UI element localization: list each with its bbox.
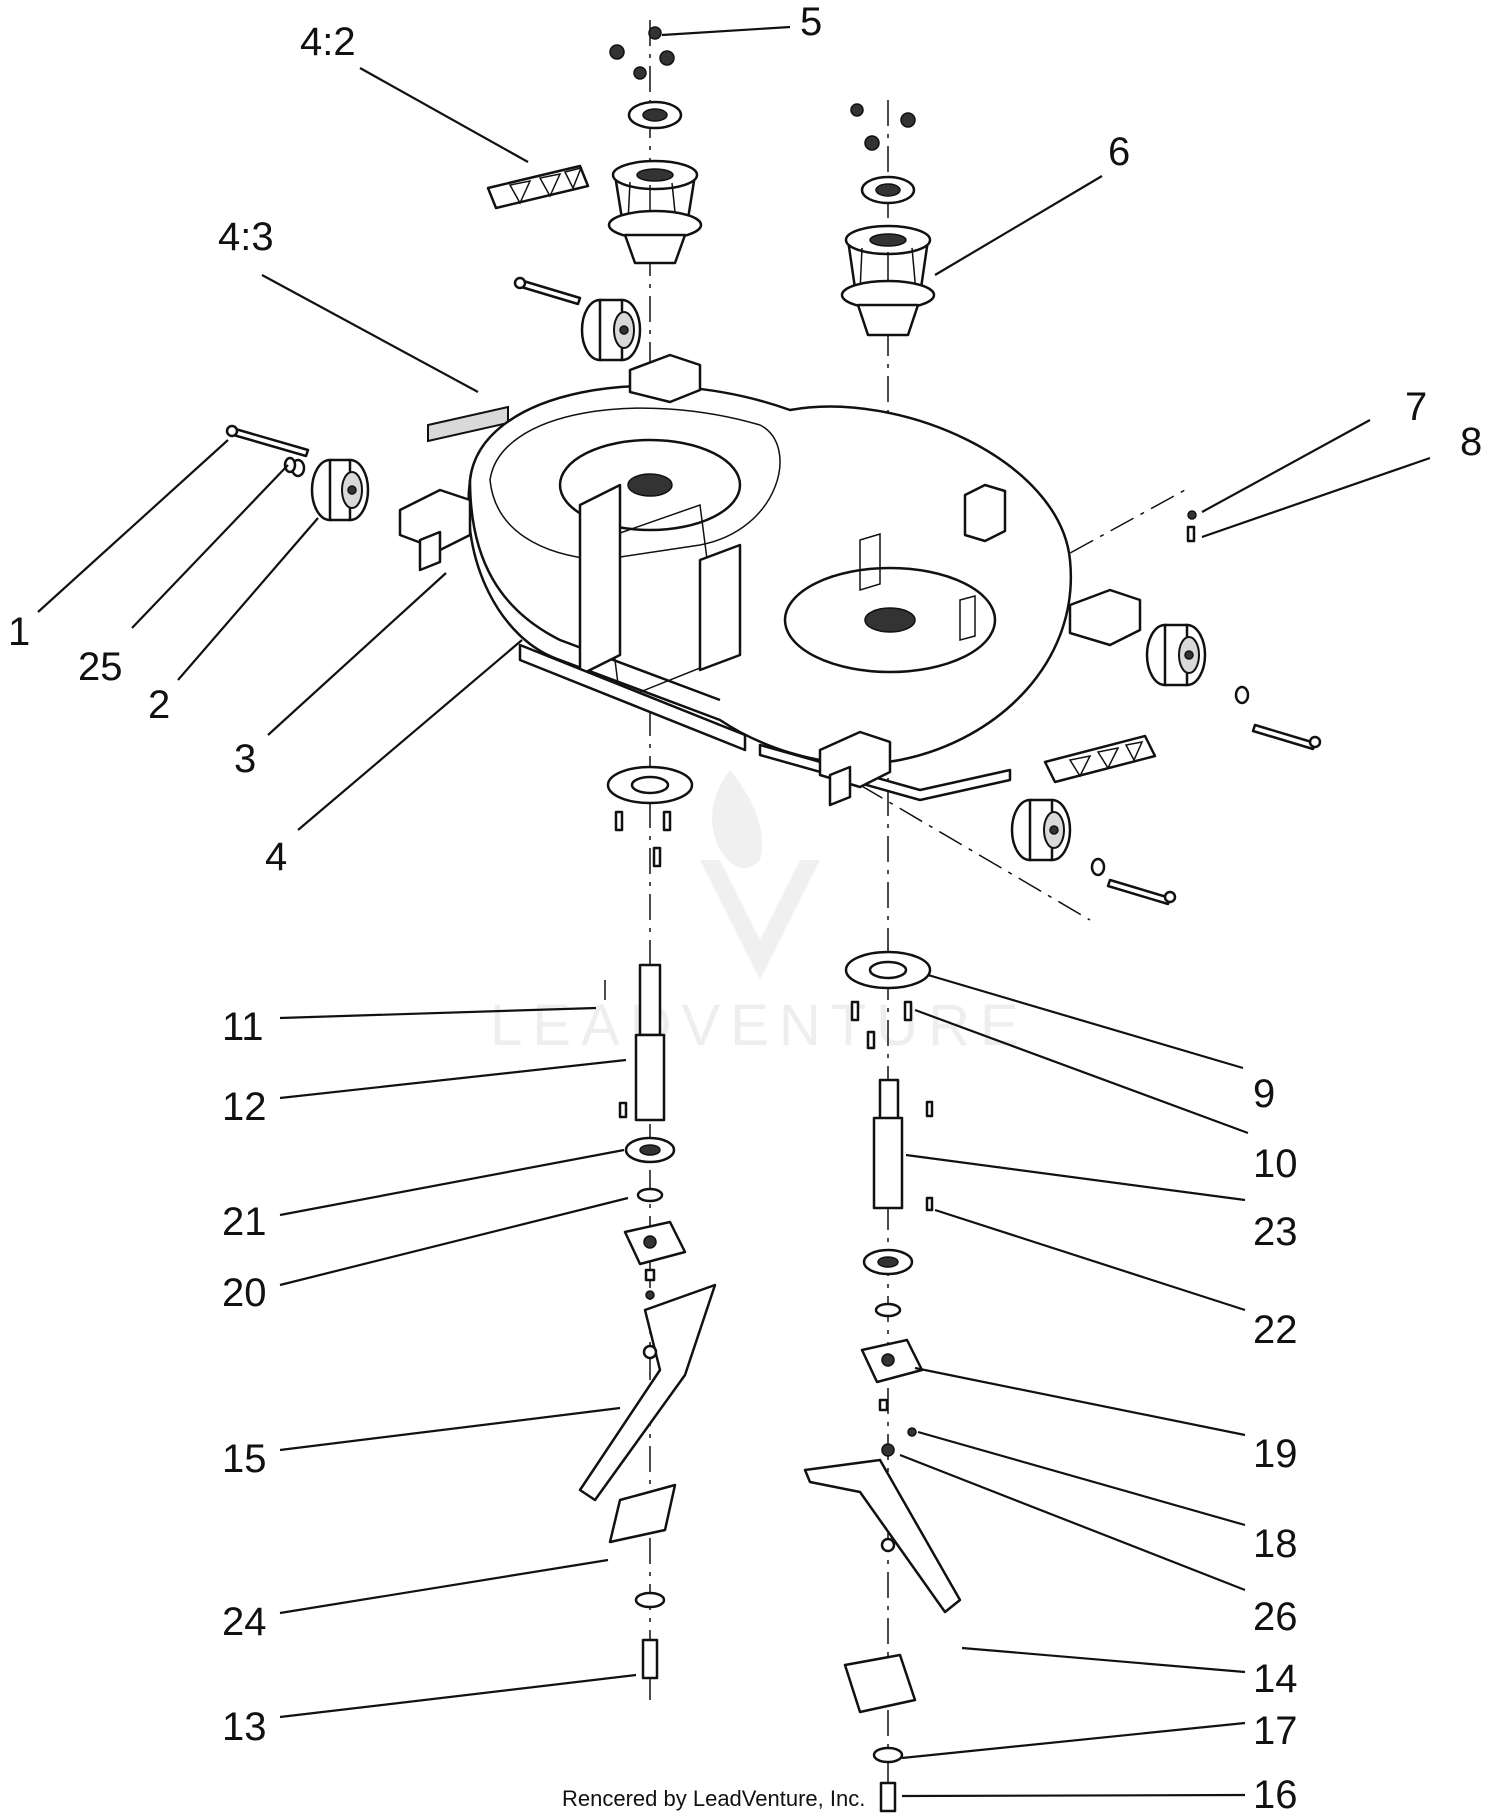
watermark: LEADVENTURE: [490, 770, 1029, 1058]
callout-1: 1: [8, 610, 30, 654]
left-spindle-stack: [578, 765, 717, 1680]
callout-8: 8: [1460, 420, 1482, 464]
callout-22: 22: [1253, 1308, 1298, 1352]
callout-5: 5: [800, 0, 822, 44]
nut-group-right: [850, 103, 916, 151]
callout-16: 16: [1253, 1773, 1298, 1817]
left-front-bracket: [398, 488, 472, 572]
callout-21: 21: [222, 1200, 267, 1244]
callout-4: 4: [265, 835, 287, 879]
callout-6: 6: [1108, 130, 1130, 174]
decal-right: [1043, 734, 1157, 784]
rear-bracket: [628, 353, 1007, 543]
callout-23: 23: [1253, 1210, 1298, 1254]
callout-4-2: 4:2: [300, 20, 356, 64]
right-front-bracket: [1068, 588, 1142, 647]
front-center-bracket: [818, 730, 892, 807]
callout-20: 20: [222, 1271, 267, 1315]
callout-17: 17: [1253, 1709, 1298, 1753]
callout-4-3: 4:3: [218, 215, 274, 259]
callout-2: 2: [148, 683, 170, 727]
callout-15: 15: [222, 1437, 267, 1481]
watermark-text: LEADVENTURE: [490, 993, 1029, 1058]
wheel-bolts: [225, 276, 1322, 906]
left-spindle-housing: [607, 100, 703, 265]
gauge-wheel-right: [1145, 623, 1207, 687]
right-spindle-stack: [803, 950, 962, 1813]
footer-credit: Rencered by LeadVenture, Inc.: [562, 1786, 865, 1811]
callout-7: 7: [1405, 385, 1427, 429]
callout-26: 26: [1253, 1595, 1298, 1639]
decal-4-2: [486, 164, 590, 210]
callout-19: 19: [1253, 1432, 1298, 1476]
callout-3: 3: [234, 737, 256, 781]
mower-deck: [467, 384, 1073, 802]
callout-18: 18: [1253, 1522, 1298, 1566]
callout-24: 24: [222, 1600, 267, 1644]
callout-labels: 1 25 2 3 4 4:2 4:3 5 6 7 8 9 10 11 12 21…: [8, 0, 1482, 1817]
gauge-wheel-front: [1010, 798, 1072, 862]
leader-lines: [37, 25, 1431, 1798]
callout-13: 13: [222, 1705, 267, 1749]
gauge-wheel-left: [310, 458, 370, 522]
callout-10: 10: [1253, 1142, 1298, 1186]
nut-group-left: [609, 26, 675, 80]
right-spindle-housing: [840, 175, 936, 337]
callout-25: 25: [78, 645, 123, 689]
callout-12: 12: [222, 1085, 267, 1129]
callout-14: 14: [1253, 1657, 1298, 1701]
gauge-wheel-rear: [580, 298, 642, 362]
callout-9: 9: [1253, 1072, 1275, 1116]
callout-11: 11: [222, 1005, 264, 1049]
